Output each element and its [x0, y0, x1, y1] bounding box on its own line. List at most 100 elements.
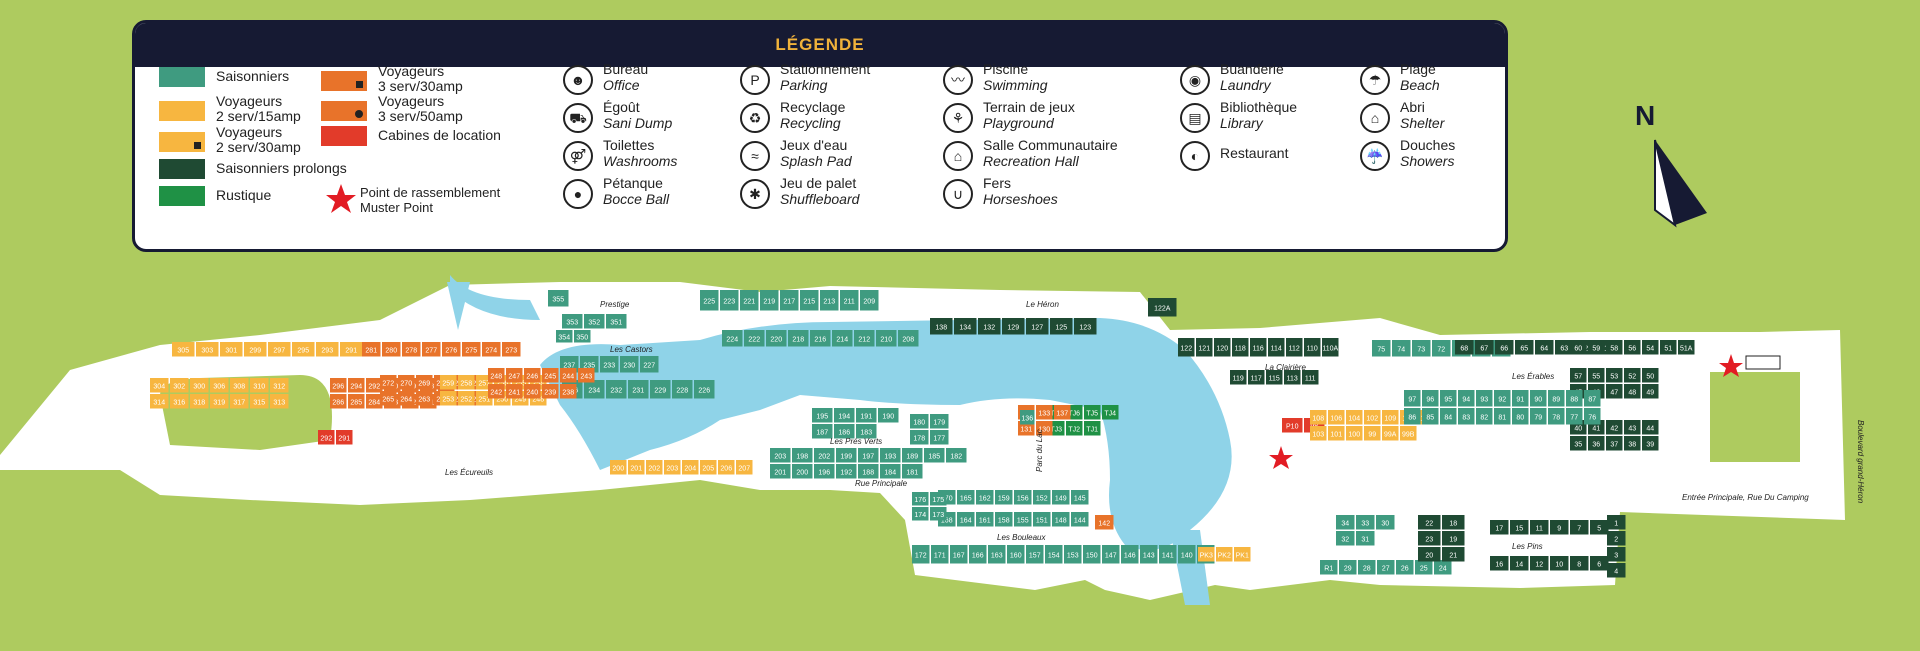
campsite[interactable]: 118 [1232, 338, 1249, 357]
campsite[interactable]: 174 [912, 507, 929, 521]
campsite[interactable]: 281 [362, 342, 381, 357]
campsite[interactable]: 179 [930, 414, 949, 429]
campsite[interactable]: 73 [1412, 340, 1431, 357]
campsite[interactable]: 95 [1440, 390, 1457, 407]
campsite[interactable]: 197 [858, 448, 879, 463]
campsite[interactable]: 263 [416, 391, 433, 406]
campsite[interactable]: 181 [902, 464, 923, 479]
campsite[interactable]: 175 [930, 492, 947, 506]
campsite[interactable]: 125 [1050, 318, 1073, 335]
campsite[interactable]: 183 [856, 424, 877, 439]
campsite[interactable]: 315 [250, 394, 269, 409]
campsite[interactable]: 80 [1512, 408, 1529, 425]
campsite[interactable]: 54 [1642, 340, 1659, 355]
campsite[interactable]: 50 [1642, 368, 1659, 383]
campsite[interactable]: 93 [1476, 390, 1493, 407]
campsite[interactable]: 39 [1642, 436, 1659, 451]
campsite[interactable]: 166 [969, 545, 987, 564]
campsite[interactable]: 241 [506, 384, 523, 399]
campsite[interactable]: 87 [1584, 390, 1601, 407]
campsite[interactable]: 149 [1052, 490, 1070, 505]
campsite[interactable]: 229 [650, 380, 671, 399]
campsite[interactable]: 210 [876, 330, 897, 347]
campsite[interactable]: 171 [931, 545, 949, 564]
campsite[interactable]: 51 [1660, 340, 1677, 355]
campsite[interactable]: 157 [1026, 545, 1044, 564]
campsite[interactable]: 201 [628, 460, 645, 475]
campsite[interactable]: 14 [1510, 556, 1529, 571]
campsite[interactable]: 34 [1336, 515, 1355, 530]
campsite[interactable]: 132 [978, 318, 1001, 335]
campsite[interactable]: 56 [1624, 340, 1641, 355]
campsite[interactable]: 152 [1033, 490, 1051, 505]
campsite[interactable]: 244 [560, 368, 577, 383]
campsite[interactable]: 253 [440, 391, 457, 406]
campsite[interactable]: 99 [1364, 426, 1381, 441]
campsite[interactable]: 104 [1346, 410, 1363, 425]
campsite[interactable]: 228 [672, 380, 693, 399]
campsite[interactable]: TJ4 [1102, 405, 1119, 420]
campsite[interactable]: 161 [976, 512, 994, 527]
campsite[interactable]: 292 [318, 430, 335, 445]
campsite[interactable]: 160 [1007, 545, 1025, 564]
campsite[interactable]: 317 [230, 394, 249, 409]
campsite[interactable]: 151 [1033, 512, 1051, 527]
campsite[interactable]: 97 [1404, 390, 1421, 407]
campsite[interactable]: 133 [1036, 405, 1053, 420]
campsite[interactable]: 147 [1102, 545, 1120, 564]
campsite[interactable]: 225 [700, 290, 719, 311]
campsite[interactable]: 180 [910, 414, 929, 429]
campsite[interactable]: 274 [482, 342, 501, 357]
campsite[interactable]: 316 [170, 394, 189, 409]
campsite[interactable]: 15 [1510, 520, 1529, 535]
campsite[interactable]: 32 [1336, 531, 1355, 546]
campsite[interactable]: 144 [1071, 512, 1089, 527]
campsite[interactable]: 247 [506, 368, 523, 383]
campsite[interactable]: 129 [1002, 318, 1025, 335]
campsite[interactable]: 143 [1140, 545, 1158, 564]
campsite[interactable]: 192 [836, 464, 857, 479]
campsite[interactable]: 355 [548, 290, 569, 307]
campsite[interactable]: 7 [1570, 520, 1589, 535]
campsite[interactable]: 65 [1515, 340, 1534, 355]
campsite[interactable]: 92 [1494, 390, 1511, 407]
campsite[interactable]: 114 [1268, 338, 1285, 357]
campsite[interactable]: 277 [422, 342, 441, 357]
campsite[interactable]: 28 [1358, 560, 1376, 575]
campsite[interactable]: 141 [1159, 545, 1177, 564]
campsite[interactable]: 163 [988, 545, 1006, 564]
campsite[interactable]: 305 [172, 342, 195, 357]
campsite[interactable]: 269 [416, 375, 433, 390]
campsite[interactable]: 154 [1045, 545, 1063, 564]
campsite[interactable]: 6 [1590, 556, 1609, 571]
campsite[interactable]: 159 [995, 490, 1013, 505]
campsite[interactable]: 196 [814, 464, 835, 479]
campsite[interactable]: 306 [210, 378, 229, 393]
campsite[interactable]: 76 [1584, 408, 1601, 425]
campsite[interactable]: 303 [196, 342, 219, 357]
campsite[interactable]: 23 [1418, 531, 1441, 546]
campsite[interactable]: 200 [610, 460, 627, 475]
campsite[interactable]: 88 [1566, 390, 1583, 407]
campsite[interactable]: 224 [722, 330, 743, 347]
campsite[interactable]: 49 [1642, 384, 1659, 399]
campsite[interactable]: 116 [1250, 338, 1267, 357]
campsite[interactable]: 122A [1148, 298, 1177, 317]
campsite[interactable]: 304 [150, 378, 169, 393]
campsite[interactable]: 26 [1396, 560, 1414, 575]
campsite[interactable]: 72 [1432, 340, 1451, 357]
campsite[interactable]: 202 [646, 460, 663, 475]
campsite[interactable]: 318 [190, 394, 209, 409]
campsite[interactable]: 113 [1284, 370, 1301, 385]
campsite[interactable]: 64 [1535, 340, 1554, 355]
campsite[interactable]: 187 [812, 424, 833, 439]
campsite[interactable]: 312 [270, 378, 289, 393]
campsite[interactable]: 164 [957, 512, 975, 527]
campsite[interactable]: 90 [1530, 390, 1547, 407]
campsite[interactable]: 219 [760, 290, 779, 311]
campsite[interactable]: 295 [292, 342, 315, 357]
campsite[interactable]: 158 [995, 512, 1013, 527]
campsite[interactable]: 238 [560, 384, 577, 399]
campsite[interactable]: 153 [1064, 545, 1082, 564]
campsite[interactable]: 190 [878, 408, 899, 423]
